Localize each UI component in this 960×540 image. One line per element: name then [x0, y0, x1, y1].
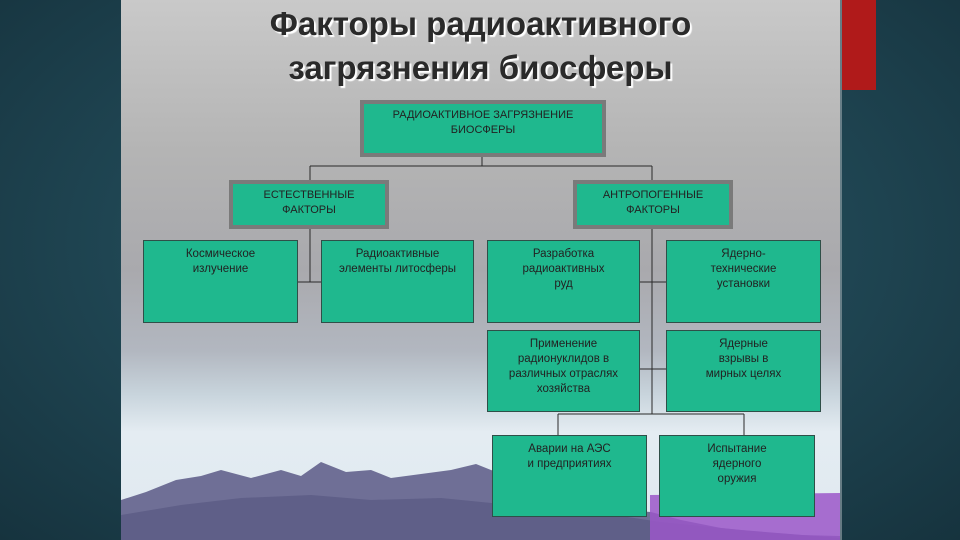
root-line-1: РАДИОАКТИВНОЕ ЗАГРЯЗНЕНИЕ: [392, 109, 574, 121]
factor-peaceful-explosions: Ядерные взрывы в мирных целях: [666, 330, 821, 412]
factor-line: Аварии на АЭС: [528, 443, 611, 455]
root-connector: [309, 156, 653, 180]
accent-bar: [842, 0, 876, 90]
factor-line: элементы литосферы: [338, 263, 457, 275]
factor-line: Разработка: [532, 248, 595, 260]
factor-weapons-testing: Испытание ядерного оружия: [659, 435, 815, 517]
factor-line: Космическое: [185, 248, 256, 260]
factor-line: руд: [554, 278, 573, 290]
factor-line: Испытание: [707, 443, 767, 455]
factor-line: излучение: [192, 263, 249, 275]
connector-lines: [298, 156, 745, 435]
factor-line: хозяйства: [536, 383, 591, 395]
factor-line: Ядерные: [719, 338, 768, 350]
title-line-2: загрязнения биосферы: [288, 49, 673, 86]
factor-line: радиоактивных: [522, 263, 605, 275]
factor-line: установки: [716, 278, 771, 290]
natural-line-1: ЕСТЕСТВЕННЫЕ: [263, 189, 355, 201]
factor-cosmic-radiation: Космическое излучение: [143, 240, 298, 323]
factor-line: технические: [710, 263, 777, 275]
natural-line-2: ФАКТОРЫ: [282, 204, 336, 216]
factor-npp-accidents: Аварии на АЭС и предприятиях: [492, 435, 647, 517]
factor-line: взрывы в: [718, 353, 769, 365]
factor-line: мирных целях: [705, 368, 782, 380]
slide-frame-edge: [840, 0, 842, 540]
slide-title: Факторы радиоактивного загрязнения биосф…: [121, 2, 840, 90]
slide: Факторы радиоактивного загрязнения биосф…: [121, 0, 840, 540]
factor-line: радионуклидов в: [517, 353, 610, 365]
anthropogenic-factors-box: АНТРОПОГЕННЫЕ ФАКТОРЫ: [573, 180, 733, 229]
factor-line: Применение: [529, 338, 598, 350]
factor-nuclear-installations: Ядерно- технические установки: [666, 240, 821, 323]
root-box: РАДИОАКТИВНОЕ ЗАГРЯЗНЕНИЕ БИОСФЕРЫ: [360, 100, 606, 157]
factor-line: оружия: [717, 473, 757, 485]
natural-connector: [298, 228, 321, 283]
natural-factors-box: ЕСТЕСТВЕННЫЕ ФАКТОРЫ: [229, 180, 389, 229]
factor-ore-mining: Разработка радиоактивных руд: [487, 240, 640, 323]
anthropogenic-line-2: ФАКТОРЫ: [626, 204, 680, 216]
root-line-2: БИОСФЕРЫ: [450, 124, 516, 136]
factor-line: и предприятиях: [527, 458, 612, 470]
factor-line: Радиоактивные: [355, 248, 440, 260]
factor-line: Ядерно-: [721, 248, 766, 260]
anthropogenic-connector: [557, 228, 745, 435]
factor-lithosphere-elements: Радиоактивные элементы литосферы: [321, 240, 474, 323]
factor-line: ядерного: [712, 458, 762, 470]
anthropogenic-line-1: АНТРОПОГЕННЫЕ: [602, 189, 704, 201]
factor-radionuclide-use: Применение радионуклидов в различных отр…: [487, 330, 640, 412]
factor-line: различных отраслях: [508, 368, 619, 380]
title-line-1: Факторы радиоактивного: [269, 5, 692, 42]
